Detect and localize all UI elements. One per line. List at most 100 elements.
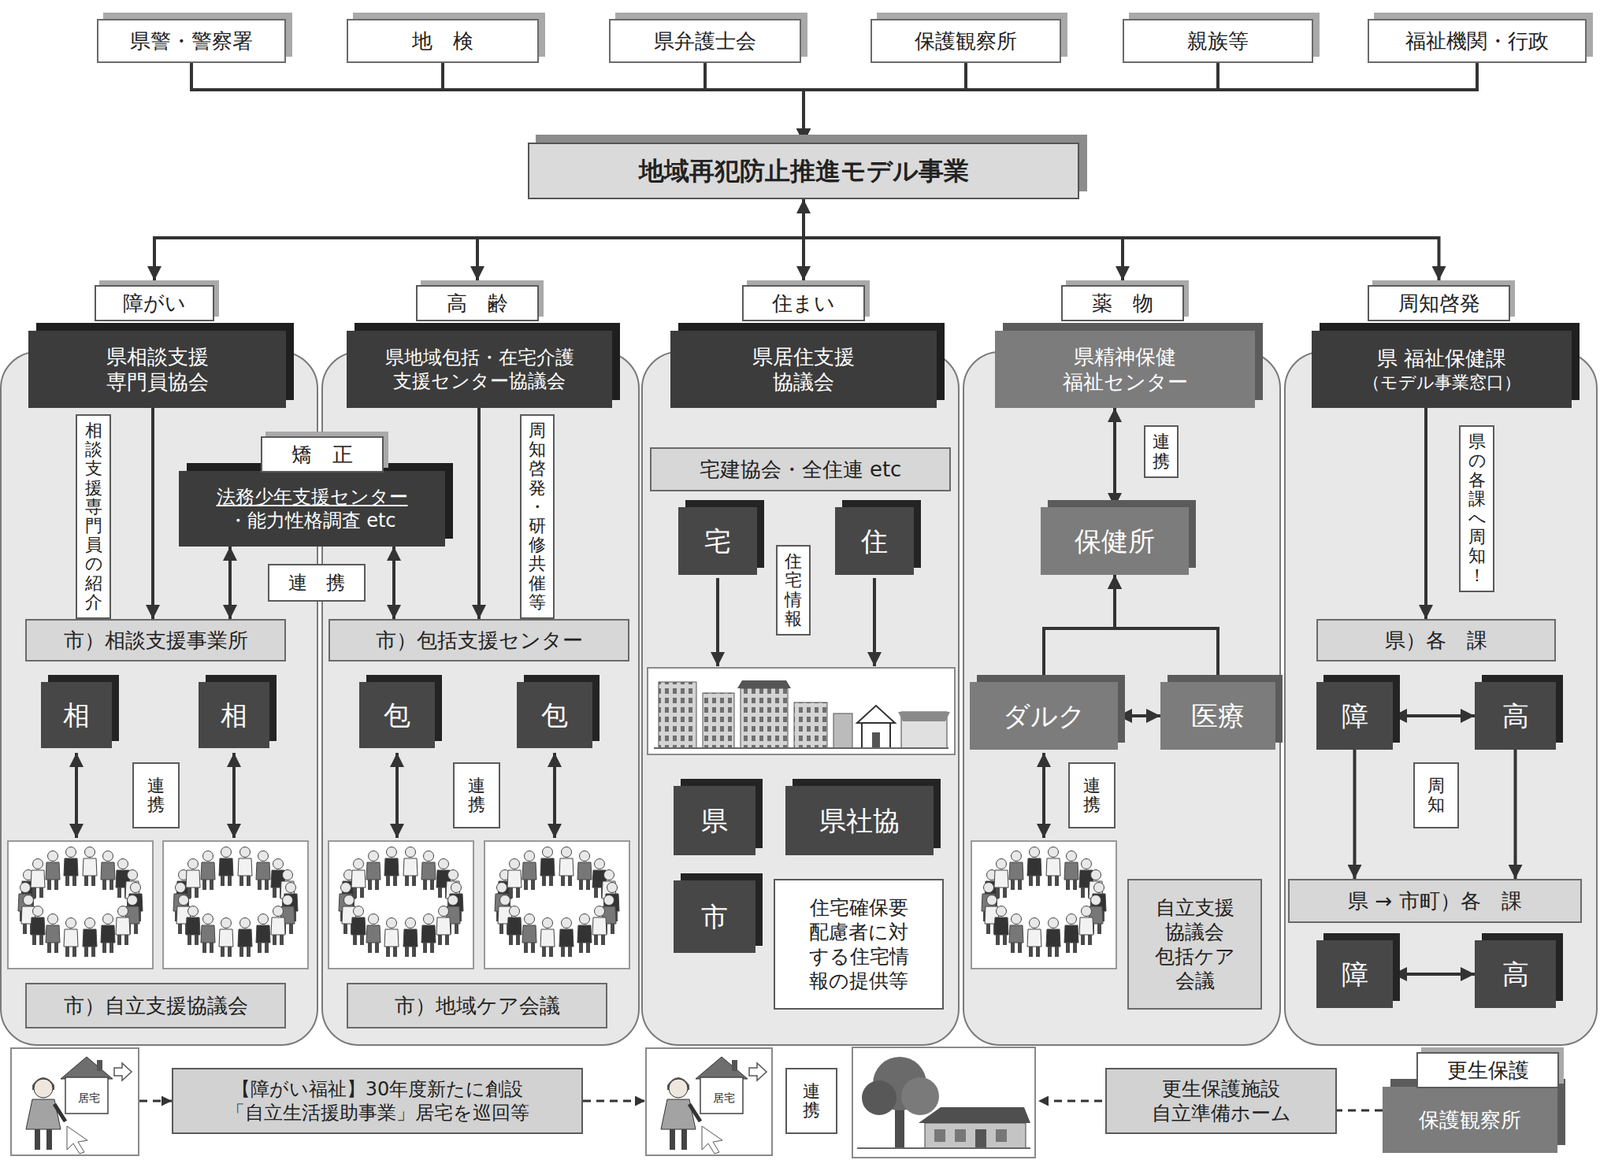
window [934,1129,946,1143]
photo-frame [7,841,153,969]
office-box: 市）自立支援協議会 [25,983,286,1029]
cube-box: 障 [1316,940,1393,1009]
node-label: 【障がい福祉】30年度新たに創設 「自立生活援助事業」居宅を巡回等 [181,1077,574,1125]
source-box: 保護観察所 [870,18,1062,64]
dashed-arrow [1038,1100,1103,1103]
tree-crown [901,1077,940,1116]
crowd-figures [18,847,143,958]
cube-box: 県社協 [785,786,934,856]
connector-arrow [1353,749,1357,880]
office-box: 県 → 市町）各 課 [1288,879,1582,924]
cube-box: ダルク [969,682,1118,750]
category-panel: 県 福祉保健課（モデル事業窓口）県の各課 へ周知！県）各 課障高周知県 → 市町… [1284,280,1598,1047]
office-box: 市）地域ケア会議 [346,983,608,1029]
node-label: 県）各 課 [1384,627,1488,654]
node-label: 親族等 [1187,28,1249,55]
picture-frame [647,668,955,755]
program-box: 【障がい福祉】30年度新たに創設 「自立生活援助事業」居宅を巡回等 [171,1068,583,1135]
connector-arrow [1392,714,1475,718]
node-label: 連携 [802,1082,821,1121]
node-label: 県 福祉保健課 [1377,345,1507,372]
connector-arrow [1113,408,1117,508]
crowd-figures [338,847,464,958]
photo-frame [328,841,474,969]
node-label: 住宅情報 [784,552,802,629]
connector-arrow [191,63,804,143]
node-label: 市 [701,900,728,935]
panel-outline-shape [642,352,959,1046]
office-box: 市）相談支援事業所 [25,619,286,662]
connector-arrow [1424,408,1428,620]
connector-arrow [1392,972,1475,977]
tab-label: 更生保護 [1416,1052,1560,1089]
connector-arrow [803,199,1440,281]
door [975,1129,987,1149]
facility-picture [852,1047,1036,1159]
node-label: 県地域包括・在宅介護 支援センター協議会 [380,345,580,394]
house-roof [857,705,895,724]
node-label: 包 [383,698,411,733]
node-label: 宅 [704,524,732,559]
note-box: 住宅情報 [775,545,811,636]
node-label: 市）相談支援事業所 [63,627,249,654]
connector-arrow [392,546,396,620]
building-roof [737,680,791,689]
note-box: 住宅確保要 配慮者に対 する住宅情 報の提供等 [773,879,944,1010]
note-box: 相談支援専 門員の紹介 [75,414,112,620]
note-box: 周知啓発・ 研修共催等 [519,414,555,620]
crowd-photo [971,841,1117,969]
node-label: ダルク [1002,699,1086,734]
node-label: 周知啓発・ 研修共催等 [528,421,546,613]
council-box: 矯 正法務少年支援センター・能力性格調査 etc [178,471,446,547]
connector-arrow [151,408,155,620]
ground-line [857,1147,1031,1150]
council-box: 県相談支援 専門員協会 [28,330,286,409]
facility-roof [918,1107,1031,1124]
connector-arrow [228,546,232,620]
connector-arrow [1117,714,1161,718]
node-label: 相談支援専 門員の紹介 [85,421,103,613]
node-label: 連携 [1152,432,1170,471]
crowd-photo [7,841,153,969]
cube-box: 包 [359,682,435,749]
cube-box: 高 [1474,682,1556,750]
double-arrow [74,753,78,839]
node-label: 医療 [1191,699,1245,734]
double-arrow [395,753,399,839]
source-box: 福祉機関・行政 [1367,18,1587,64]
connector-arrow [803,63,1478,143]
building [740,688,788,749]
cube-box: 医療 [1160,682,1276,750]
tab-label: 薬 物 [1061,285,1185,322]
source-box: 地 検 [346,18,539,64]
house-door [872,732,880,749]
node-label: 市）自立支援協議会 [63,993,249,1020]
node-label: 居宅 [711,1091,737,1107]
cube-box: 住 [835,507,914,576]
node-label: 相 [220,698,248,733]
node-label: 市）包括支援センター [375,627,583,654]
connector-arrow [139,1100,172,1103]
note-box: 周知 [1413,762,1459,829]
node-label: 高 [1502,699,1530,734]
node-label: 保護観察所 [1390,1107,1550,1134]
crowd-photo [328,841,474,969]
photo-frame [971,841,1117,969]
cube-box: 高 [1474,940,1556,1009]
cube-box: 県 [673,786,756,856]
office-box: 県）各 課 [1316,619,1556,662]
node-label: 地 検 [412,28,474,55]
node-label: 県居住支援 協議会 [742,344,865,396]
crowd-figures [981,847,1107,958]
node-label: 障 [1341,699,1369,734]
node-label: 相 [63,698,90,733]
home-illustration [645,1047,775,1157]
council-box: 県居住支援 協議会 [670,330,937,409]
ground-line [653,747,949,750]
connector-arrow [803,63,1218,143]
crowd-figures [494,847,620,958]
home-icon-box: 居宅 [645,1047,773,1157]
connector-arrow [803,63,966,143]
connector-arrow [477,408,481,620]
